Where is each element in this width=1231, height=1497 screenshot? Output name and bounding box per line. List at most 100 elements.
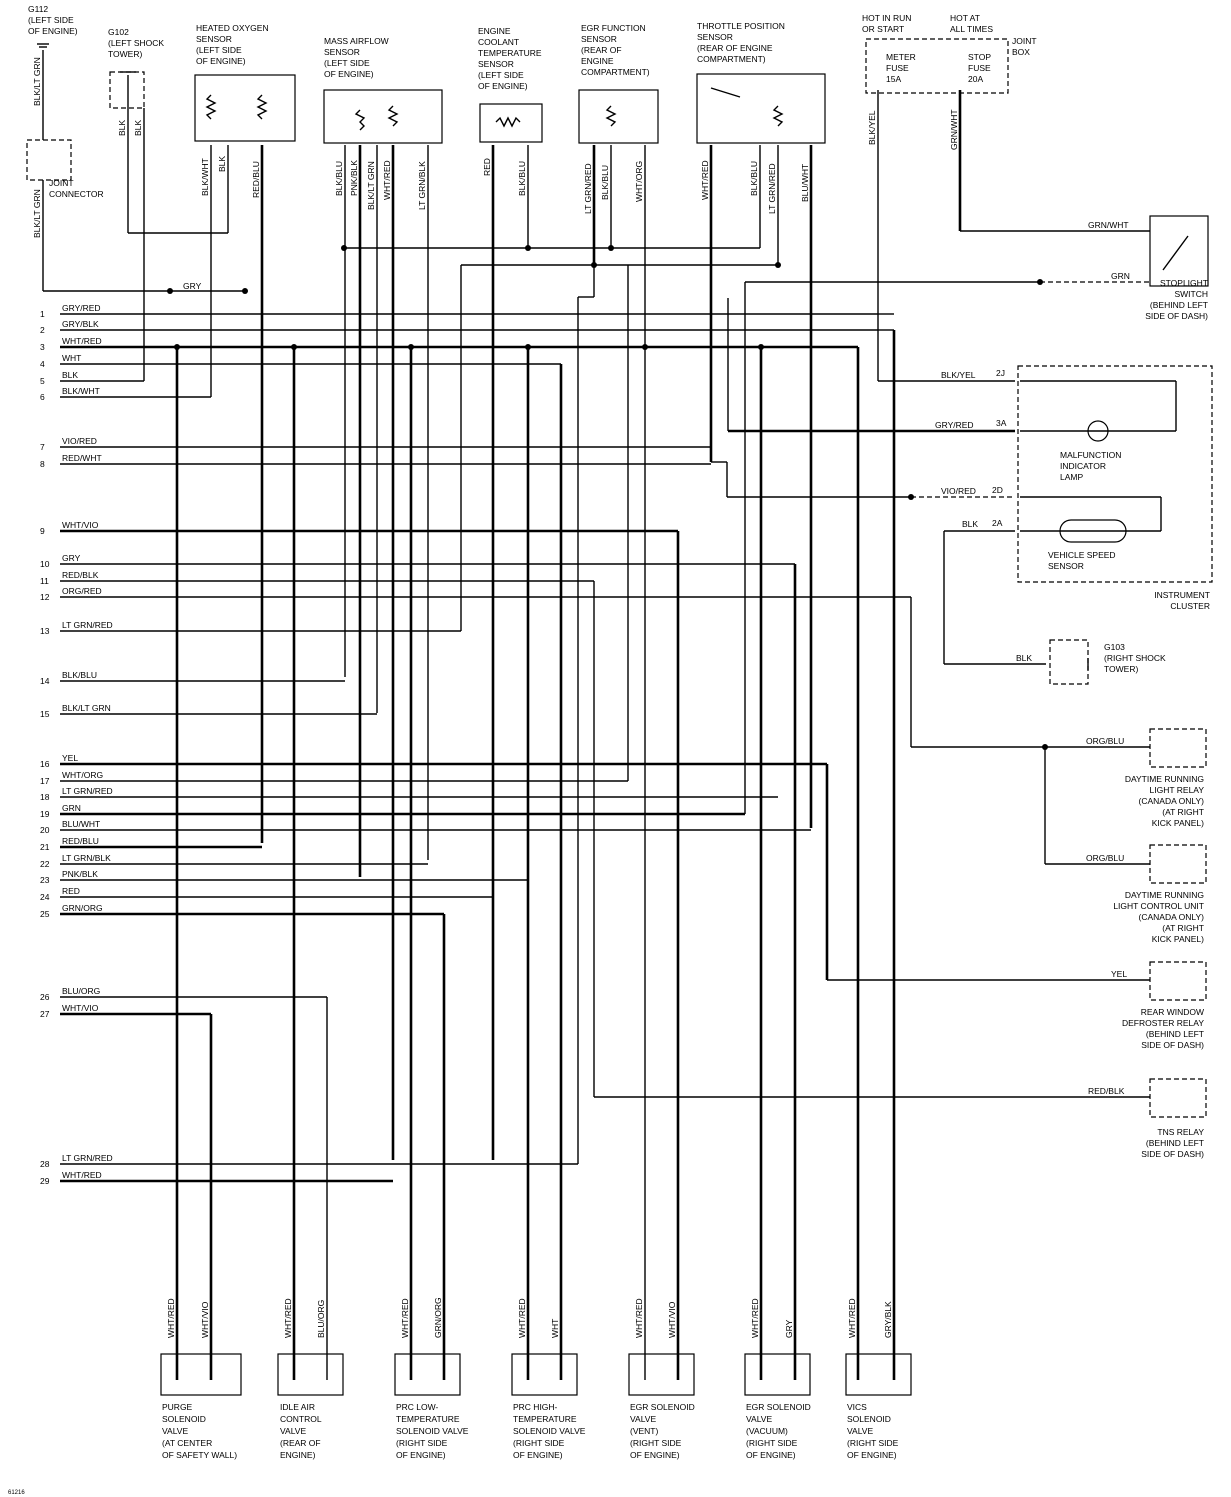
ecu-pin-wire-label: GRN/ORG	[62, 903, 103, 913]
ecu-pin-number: 2	[40, 325, 45, 335]
ecu-pin-number: 9	[40, 526, 45, 536]
wire-label-blk-2a: BLK	[962, 519, 978, 529]
sol-vent-wht-red: WHT/RED	[634, 1298, 644, 1338]
sol-purge-wht-red: WHT/RED	[166, 1298, 176, 1338]
ecu-pin-number: 25	[40, 909, 50, 919]
ecu-pin-number: 29	[40, 1176, 50, 1186]
wire-label-ect-red: RED	[482, 158, 492, 176]
wire-label-egr-blk-blu: BLK/BLU	[600, 165, 610, 200]
wire-label-stop-grn-wht: GRN/WHT	[949, 109, 959, 150]
cluster-pin-2d: 2D	[992, 485, 1003, 495]
wire-label-ho2s-red-blu: RED/BLU	[251, 161, 261, 198]
wire-label-vio-red: VIO/RED	[941, 486, 976, 496]
wire-label-ho2s-blk: BLK	[217, 156, 227, 172]
ecu-pin-wire-label: WHT/RED	[62, 1170, 102, 1180]
ecu-pin-number: 12	[40, 592, 50, 602]
ecu-pin-number: 28	[40, 1159, 50, 1169]
sol-vac-gry: GRY	[784, 1319, 794, 1338]
ecu-pin-wire-label: RED	[62, 886, 80, 896]
wire-labels: BLK/LT GRN BLK/LT GRN BLK BLK BLK/WHT BL…	[32, 57, 1130, 1338]
wire-label-blk-g103: BLK	[1016, 653, 1032, 663]
ecu-pin-wire-label: WHT/ORG	[62, 770, 103, 780]
ecu-pin-wire-label: LT GRN/RED	[62, 620, 113, 630]
wire-label-maf-pnk-blk: PNK/BLK	[349, 160, 359, 196]
ecu-pin-wire-label: LT GRN/RED	[62, 786, 113, 796]
sol-vac-wht-red: WHT/RED	[750, 1298, 760, 1338]
wire-label-maf-blk-blu: BLK/BLU	[334, 161, 344, 196]
ecu-pins: 1GRY/RED2GRY/BLK3WHT/RED4WHT5BLK6BLK/WHT…	[40, 303, 113, 1186]
ecu-pin-number: 27	[40, 1009, 50, 1019]
ecu-pin-wire-label: WHT/VIO	[62, 520, 99, 530]
wire-label-ho2s-blk-wht: BLK/WHT	[200, 158, 210, 196]
ecu-pin-number: 3	[40, 342, 45, 352]
wire-label-jc-blk-ltgrn: BLK/LT GRN	[32, 189, 42, 238]
ecu-pin-wire-label: RED/BLU	[62, 836, 99, 846]
ecu-pin-wire-label: BLK	[62, 370, 78, 380]
ecu-pin-wire-label: LT GRN/BLK	[62, 853, 111, 863]
sol-prch-wht: WHT	[550, 1319, 560, 1338]
ecu-pin-wire-label: RED/BLK	[62, 570, 99, 580]
wire-label-egr-wht-org: WHT/ORG	[634, 161, 644, 202]
ecu-pin-wire-label: BLU/WHT	[62, 819, 100, 829]
ecu-pin-number: 19	[40, 809, 50, 819]
ecu-pin-wire-label: ORG/RED	[62, 586, 102, 596]
ecu-pin-wire-label: LT GRN/RED	[62, 1153, 113, 1163]
ecu-pin-wire-label: WHT	[62, 353, 81, 363]
wire-label-maf-ltgrn-blk: LT GRN/BLK	[417, 161, 427, 210]
ecu-pin-wire-label: GRY	[62, 553, 81, 563]
ecu-pin-number: 10	[40, 559, 50, 569]
sol-vics-wht-red: WHT/RED	[847, 1298, 857, 1338]
ecu-pin-number: 23	[40, 875, 50, 885]
ecu-pin-wire-label: GRY/BLK	[62, 319, 99, 329]
ecu-pin-number: 21	[40, 842, 50, 852]
ecu-pin-wire-label: GRN	[62, 803, 81, 813]
ecu-pin-number: 8	[40, 459, 45, 469]
wire-label-grn: GRN	[1111, 271, 1130, 281]
wire-label-g102-blk-2: BLK	[133, 120, 143, 136]
busses	[344, 247, 1150, 431]
wire-label-tps-red-wht: WHT/RED	[700, 160, 710, 200]
component-boxes	[26, 38, 1213, 1396]
wire-label-g112-blk-ltgrn: BLK/LT GRN	[32, 57, 42, 106]
cluster-pin-2j: 2J	[996, 368, 1005, 378]
ecu-pin-number: 15	[40, 709, 50, 719]
ecu-pin-number: 24	[40, 892, 50, 902]
sol-purge-wht-vio: WHT/VIO	[200, 1301, 210, 1338]
wire-label-org-blu-1: ORG/BLU	[1086, 736, 1124, 746]
wire-label-tps-blu-wht: BLU/WHT	[800, 164, 810, 202]
sol-prcl-grn-org: GRN/ORG	[433, 1297, 443, 1338]
ecu-pin-number: 20	[40, 825, 50, 835]
ecu-pin-wire-label: VIO/RED	[62, 436, 97, 446]
sol-iac-blu-org: BLU/ORG	[316, 1300, 326, 1338]
cluster-pin-2a: 2A	[992, 518, 1003, 528]
ecu-pin-wire-label: WHT/RED	[62, 336, 102, 346]
ecu-pin-wire-label: BLK/LT GRN	[62, 703, 111, 713]
solenoid-drops	[175, 265, 1150, 1380]
sol-iac-wht-red: WHT/RED	[283, 1298, 293, 1338]
ecu-pin-wire-label: BLK/BLU	[62, 670, 97, 680]
